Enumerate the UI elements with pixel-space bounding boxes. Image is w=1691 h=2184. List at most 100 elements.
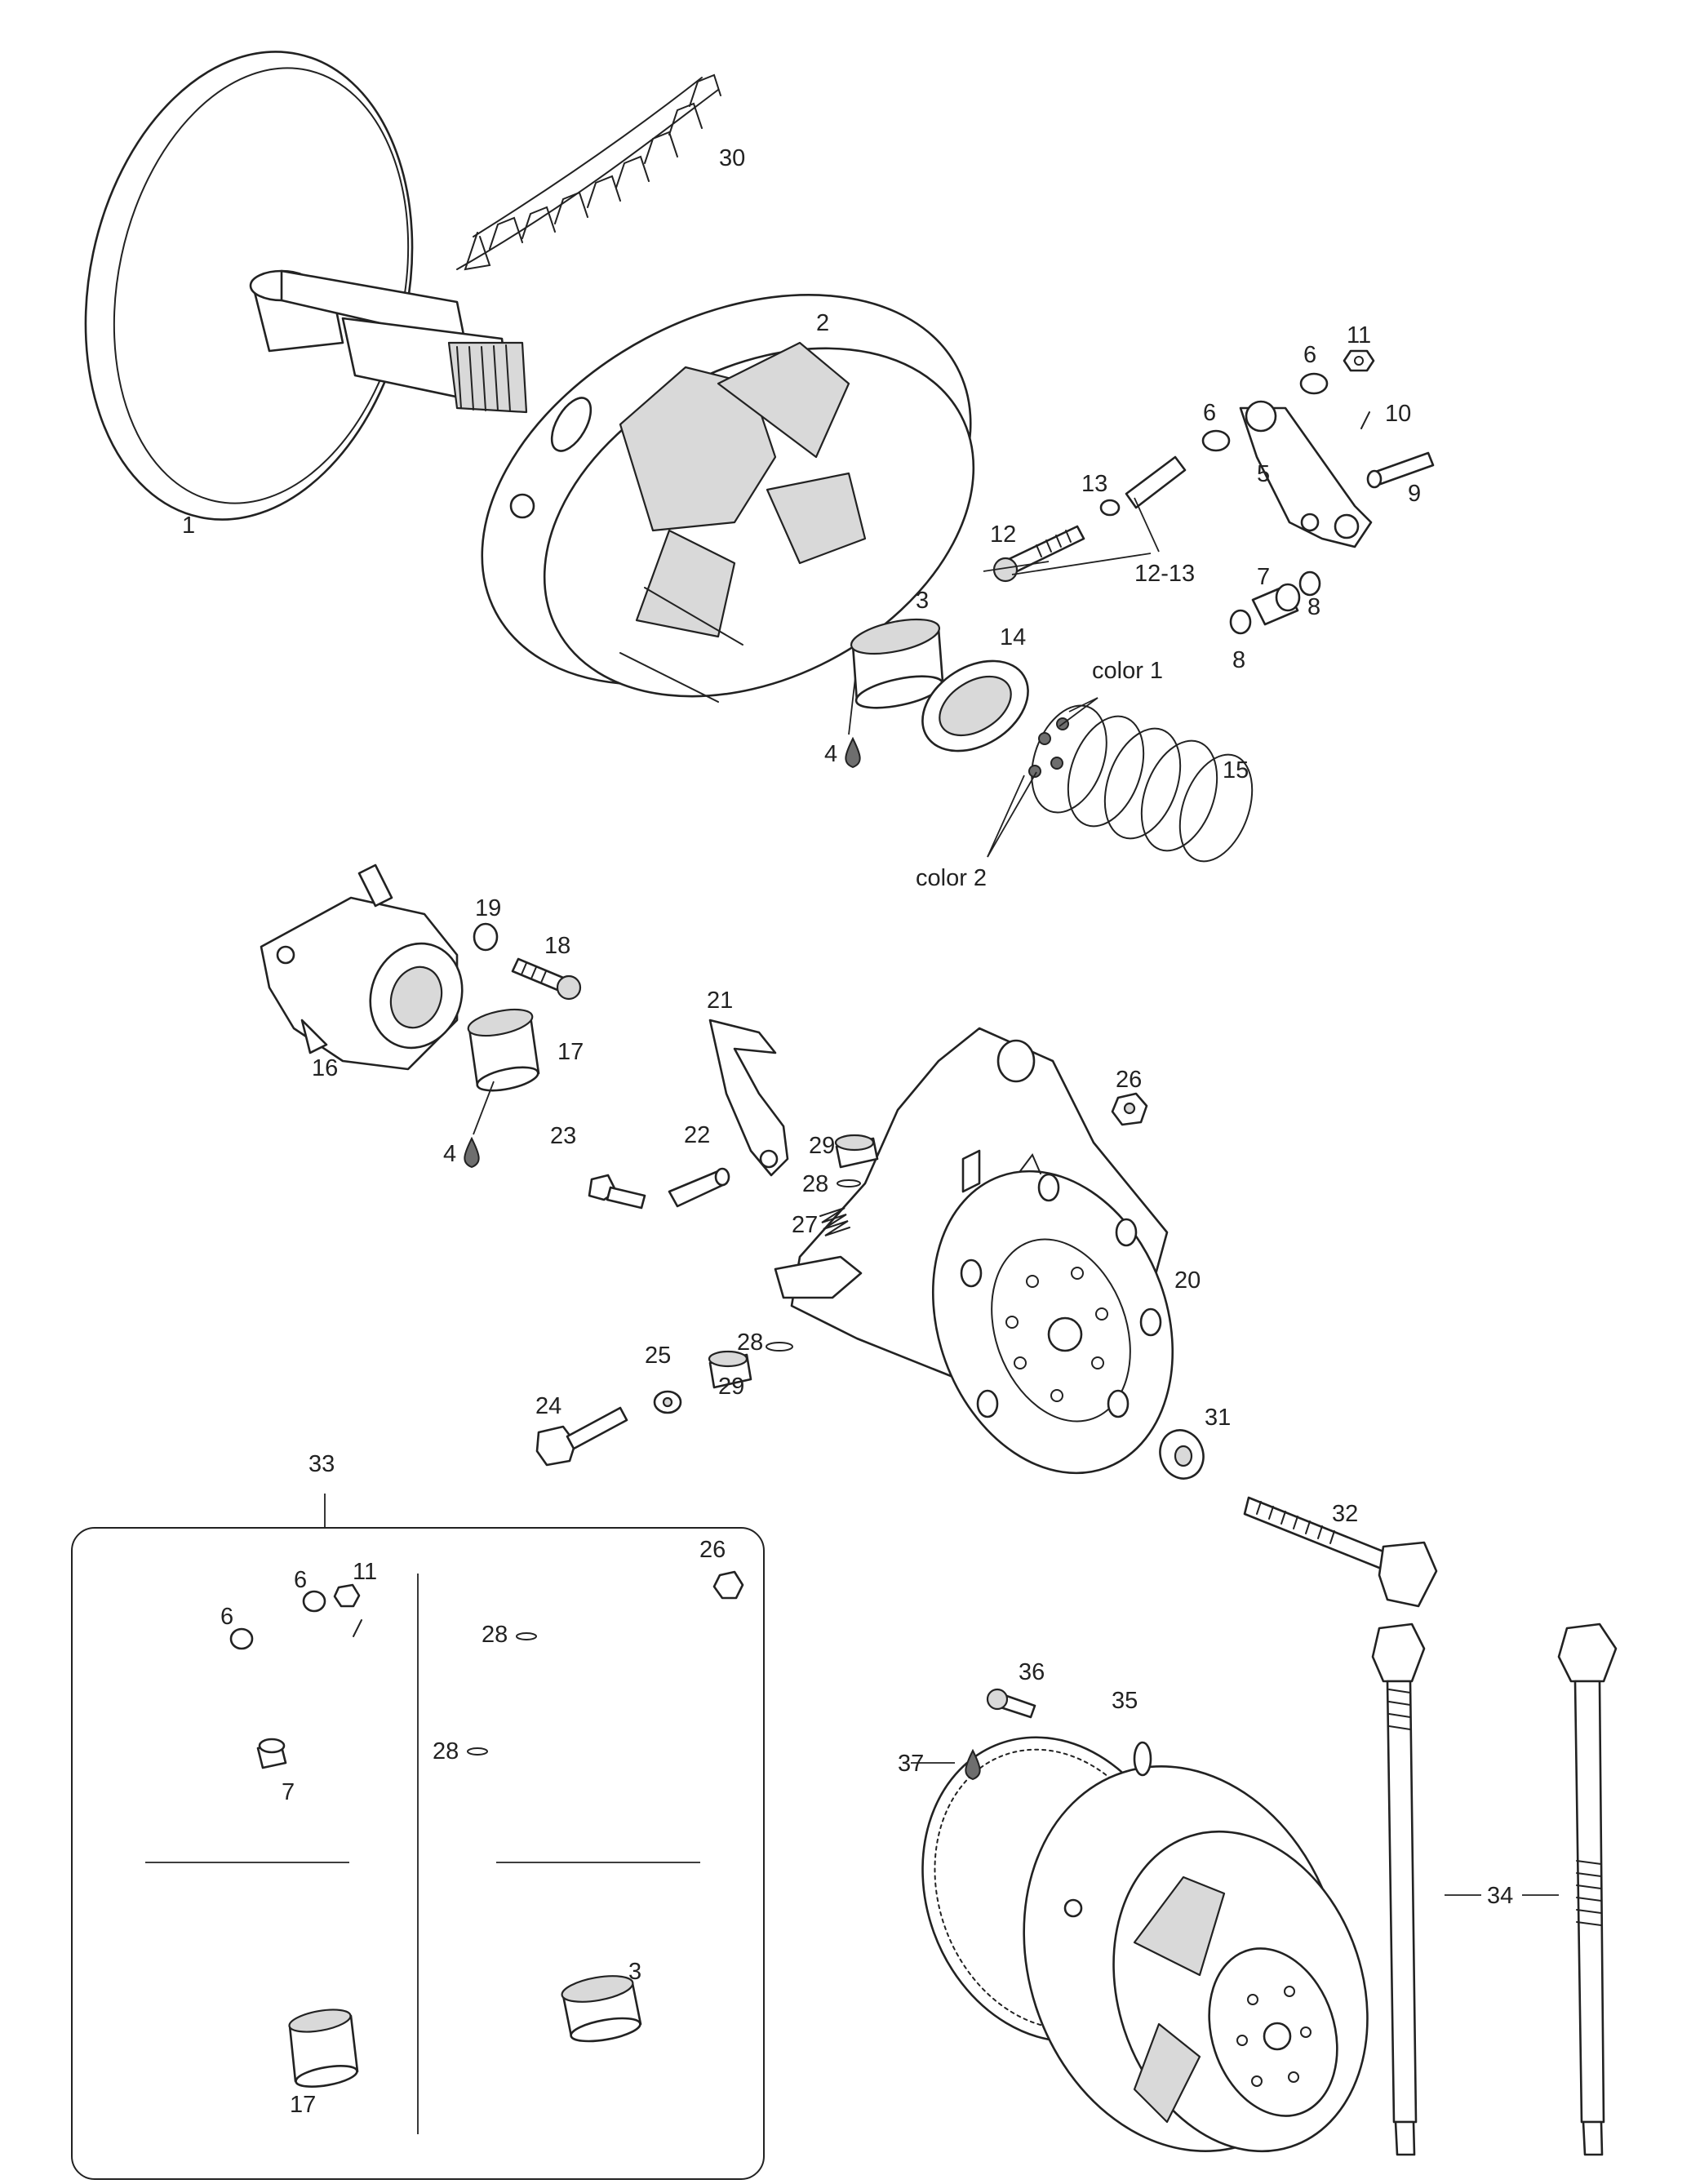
callout-19: 19 bbox=[475, 895, 501, 921]
kit-part-10 bbox=[353, 1619, 362, 1637]
part-24-bolt bbox=[535, 1406, 628, 1467]
callout-10: 10 bbox=[1385, 401, 1411, 427]
kit-part-7 bbox=[256, 1738, 287, 1769]
part-29-roller-upper bbox=[834, 1134, 879, 1169]
callout-25: 25 bbox=[645, 1343, 671, 1369]
kit-label-11: 11 bbox=[353, 1559, 377, 1585]
kit-label-6: 6 bbox=[220, 1604, 233, 1630]
callout-31: 31 bbox=[1205, 1405, 1231, 1431]
kit-part-11 bbox=[333, 1583, 361, 1608]
callout-34: 34 bbox=[1487, 1883, 1513, 1909]
part-28-clip-upper bbox=[837, 1179, 861, 1187]
callout-1: 1 bbox=[182, 513, 195, 539]
kit-labels: 6 6 11 26 28 28 7 3 17 bbox=[220, 1537, 726, 2118]
part-2-outer-housing bbox=[481, 294, 975, 703]
part-36-screw bbox=[986, 1688, 1036, 1719]
callout-7: 7 bbox=[1257, 564, 1270, 590]
callout-color-1: color 1 bbox=[1092, 658, 1163, 684]
callout-29: 29 bbox=[809, 1133, 835, 1159]
callout-27: 27 bbox=[792, 1212, 818, 1238]
part-7-roller bbox=[1251, 583, 1301, 626]
part-13-washer bbox=[1099, 499, 1121, 517]
kit-part-3 bbox=[561, 1975, 642, 2043]
callout-8: 8 bbox=[1307, 594, 1320, 620]
callout-9: 9 bbox=[1408, 481, 1421, 507]
kit-part-26 bbox=[712, 1570, 744, 1600]
callout-28: 28 bbox=[737, 1329, 763, 1356]
part-13-pin bbox=[1125, 455, 1187, 509]
part-12-bolt bbox=[992, 525, 1085, 583]
part-6-bushing-upper bbox=[1299, 372, 1329, 395]
part-23-screw bbox=[588, 1174, 646, 1210]
callout-labels: 1 2 3 4 5 6 6 11 10 9 13 12 12-13 7 8 8 … bbox=[182, 145, 1513, 1909]
callout-37: 37 bbox=[898, 1751, 924, 1777]
callout-2: 2 bbox=[816, 310, 829, 336]
callout-6: 6 bbox=[1303, 342, 1316, 368]
kit-label-26: 26 bbox=[699, 1537, 726, 1563]
part-27-spring bbox=[819, 1207, 850, 1236]
kit-label-3: 3 bbox=[628, 1959, 641, 1985]
part-10-pin bbox=[1360, 411, 1370, 429]
callout-13: 13 bbox=[1081, 471, 1107, 497]
lubricant-drop-icon bbox=[845, 736, 861, 769]
callout-12: 12 bbox=[990, 522, 1016, 548]
part-26-nut bbox=[1111, 1092, 1148, 1126]
callout-12-13: 12-13 bbox=[1134, 561, 1195, 587]
part-21-flyweight bbox=[708, 1019, 789, 1177]
callout-28: 28 bbox=[802, 1171, 828, 1197]
kit-label-6: 6 bbox=[294, 1567, 307, 1593]
callout-11: 11 bbox=[1347, 322, 1371, 348]
part-35-ring-gear-housing bbox=[921, 1736, 1369, 2153]
callout-33: 33 bbox=[308, 1451, 335, 1477]
part-8-washer-left bbox=[1229, 609, 1252, 635]
lubricant-drop-icon bbox=[965, 1748, 981, 1781]
callout-36: 36 bbox=[1019, 1659, 1045, 1685]
kit-label-17: 17 bbox=[290, 2092, 316, 2118]
part-6-bushing-lower bbox=[1201, 429, 1231, 452]
callout-26: 26 bbox=[1116, 1067, 1142, 1093]
callout-29: 29 bbox=[718, 1374, 744, 1400]
part-20-spider bbox=[774, 1027, 1174, 1475]
kit-part-17 bbox=[288, 2009, 359, 2088]
kit-part-28b bbox=[467, 1747, 488, 1756]
callout-20: 20 bbox=[1174, 1267, 1201, 1294]
callout-4: 4 bbox=[824, 741, 837, 767]
callout-24: 24 bbox=[535, 1393, 561, 1419]
callout-21: 21 bbox=[707, 988, 733, 1014]
callout-15: 15 bbox=[1223, 757, 1249, 783]
callout-8: 8 bbox=[1232, 647, 1245, 673]
callout-5: 5 bbox=[1257, 461, 1270, 487]
callout-4: 4 bbox=[443, 1141, 456, 1167]
kit-part-6a bbox=[229, 1627, 254, 1650]
callout-16: 16 bbox=[312, 1055, 338, 1081]
kit-33-box bbox=[71, 1494, 765, 2180]
callout-6: 6 bbox=[1203, 400, 1216, 426]
part-31-washer bbox=[1159, 1429, 1205, 1480]
callout-18: 18 bbox=[544, 933, 570, 959]
callout-color-2: color 2 bbox=[916, 865, 987, 891]
callout-30: 30 bbox=[719, 145, 745, 171]
callout-23: 23 bbox=[550, 1123, 576, 1149]
part-9-pin bbox=[1366, 451, 1435, 489]
part-14-spring-washer bbox=[921, 659, 1029, 752]
part-30-drive-belt bbox=[456, 73, 721, 271]
part-18-screw bbox=[511, 957, 582, 1001]
kit-part-6b bbox=[302, 1590, 326, 1613]
part-17-bushing bbox=[467, 1008, 540, 1092]
part-11-nut bbox=[1343, 349, 1375, 372]
part-34-bolt-right bbox=[1557, 1622, 1618, 2156]
lubricant-drop-icon bbox=[464, 1136, 480, 1169]
part-25-washer bbox=[653, 1390, 682, 1414]
part-16-ramp-hub bbox=[260, 863, 464, 1071]
part-5-lever-arm bbox=[1239, 400, 1373, 548]
leader-lines bbox=[473, 497, 1559, 1896]
callout-14: 14 bbox=[1000, 624, 1026, 650]
part-19-washer bbox=[473, 922, 499, 952]
part-8-washer-right bbox=[1298, 570, 1321, 597]
kit-label-28: 28 bbox=[482, 1622, 508, 1648]
kit-label-7: 7 bbox=[282, 1779, 295, 1805]
part-15-clutch-spring bbox=[1028, 704, 1254, 863]
part-28-clip-lower bbox=[766, 1342, 793, 1352]
kit-label-28: 28 bbox=[433, 1738, 459, 1765]
